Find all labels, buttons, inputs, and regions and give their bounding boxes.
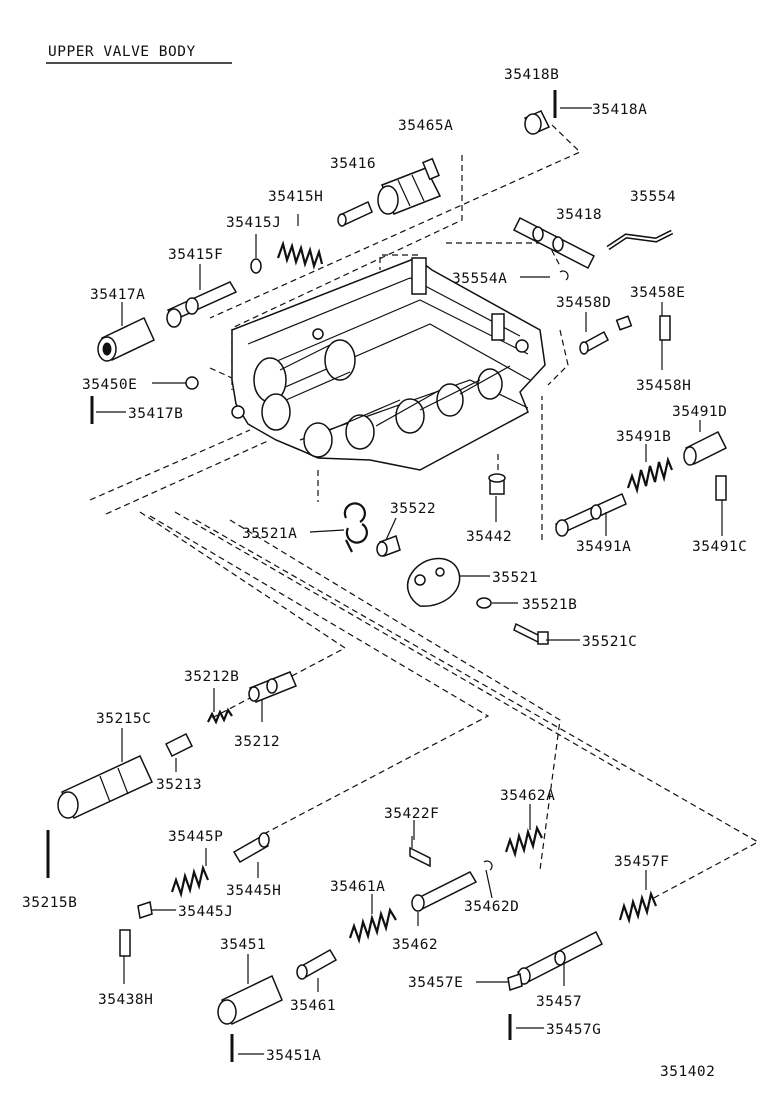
- label-35445J: 35445J: [178, 904, 233, 920]
- label-35418: 35418: [556, 207, 602, 223]
- label-35418B: 35418B: [504, 67, 559, 83]
- part-35457F-spring: [618, 890, 658, 924]
- part-35554A-clip: [559, 270, 569, 281]
- label-35457E: 35457E: [408, 975, 463, 991]
- part-35491A-valve: [555, 492, 627, 537]
- part-35461-valve: [296, 948, 338, 980]
- part-35554-rod: [606, 229, 674, 251]
- label-35212: 35212: [234, 734, 280, 750]
- part-35462D-clip: [483, 860, 493, 871]
- part-35418-valve: [512, 216, 596, 270]
- label-35451: 35451: [220, 937, 266, 953]
- part-35418B-sleeve: [523, 110, 551, 135]
- part-35417A-sleeve: [97, 316, 155, 362]
- leader-lines: [96, 107, 723, 1055]
- part-35450E-ball: [185, 376, 199, 390]
- label-35458H: 35458H: [636, 378, 691, 394]
- label-35465A: 35465A: [398, 118, 453, 134]
- label-35461A: 35461A: [330, 879, 385, 895]
- part-35458H-pin: [659, 315, 671, 341]
- label-35462D: 35462D: [464, 899, 519, 915]
- label-35522: 35522: [390, 501, 436, 517]
- part-35491B-spring: [626, 456, 674, 495]
- part-35415F-valve: [166, 281, 238, 328]
- label-35457G: 35457G: [546, 1022, 601, 1038]
- part-35554-rod-inner: [607, 231, 673, 249]
- part-35462A-spring: [504, 824, 543, 858]
- part-35521B-washer: [476, 597, 492, 609]
- part-35491D-sleeve: [683, 430, 728, 466]
- part-35416-plug: [337, 200, 373, 227]
- part-35215C-sleeve: [57, 755, 153, 819]
- label-35445P: 35445P: [168, 829, 223, 845]
- label-35457: 35457: [536, 994, 582, 1010]
- diagram-title: UPPER VALVE BODY: [48, 44, 196, 60]
- label-35422F: 35422F: [384, 806, 439, 822]
- label-35450E: 35450E: [82, 377, 137, 393]
- label-35451A: 35451A: [266, 1048, 321, 1064]
- part-35451-sleeve: [217, 974, 283, 1026]
- label-35554A: 35554A: [452, 271, 507, 287]
- label-35215C: 35215C: [96, 711, 151, 727]
- part-35461A-spring: [348, 907, 397, 944]
- label-35458D: 35458D: [556, 295, 611, 311]
- part-35415J-ring: [250, 258, 262, 274]
- label-35418A: 35418A: [592, 102, 647, 118]
- part-35521C-bolt: [513, 622, 549, 645]
- label-35417B: 35417B: [128, 406, 183, 422]
- label-35521A: 35521A: [242, 526, 297, 542]
- label-35416: 35416: [330, 156, 376, 172]
- part-35415H-spring: [276, 240, 324, 270]
- part-35458E-plug: [615, 315, 633, 331]
- part-35522-accumulator-piston: [376, 535, 401, 557]
- part-35442-check-ball: [488, 473, 506, 495]
- part-35422F-retainer: [409, 836, 431, 868]
- label-35215B: 35215B: [22, 895, 77, 911]
- label-35521B: 35521B: [522, 597, 577, 613]
- part-35465A-valve: [377, 157, 442, 215]
- label-35462A: 35462A: [500, 788, 555, 804]
- upper-valve-body-casting: [231, 257, 546, 471]
- label-35415H: 35415H: [268, 189, 323, 205]
- label-35521C: 35521C: [582, 634, 637, 650]
- part-35445H-spring: [170, 864, 210, 898]
- label-35213: 35213: [156, 777, 202, 793]
- label-35491C: 35491C: [692, 539, 747, 555]
- label-35521: 35521: [492, 570, 538, 586]
- part-35212-valve: [248, 671, 297, 703]
- label-35438H: 35438H: [98, 992, 153, 1008]
- part-35457-valve: [516, 930, 604, 986]
- label-35457F: 35457F: [614, 854, 669, 870]
- label-35491D: 35491D: [672, 404, 727, 420]
- label-35415F: 35415F: [168, 247, 223, 263]
- part-35438H-pin: [119, 929, 131, 957]
- label-35461: 35461: [290, 998, 336, 1014]
- figure-number: 351402: [660, 1064, 715, 1080]
- part-35521A-spring: [343, 502, 368, 553]
- label-35415J: 35415J: [226, 215, 281, 231]
- label-35462: 35462: [392, 937, 438, 953]
- part-35458D-plug: [579, 330, 609, 355]
- label-35445H: 35445H: [226, 883, 281, 899]
- part-35491C-pin: [715, 475, 727, 501]
- part-35521-detent-cam: [406, 557, 461, 607]
- part-35445J-plug: [137, 901, 153, 919]
- label-35491A: 35491A: [576, 539, 631, 555]
- label-35417A: 35417A: [90, 287, 145, 303]
- label-35458E: 35458E: [630, 285, 685, 301]
- part-35213-plug: [164, 732, 194, 758]
- part-35462-valve: [411, 871, 478, 912]
- label-35442: 35442: [466, 529, 512, 545]
- label-35212B: 35212B: [184, 669, 239, 685]
- part-35445P-valve: [232, 832, 270, 864]
- part-number-labels: 35418B 35418A 35465A 35416 35415H 35415J…: [22, 67, 747, 1064]
- label-35491B: 35491B: [616, 429, 671, 445]
- label-35554: 35554: [630, 189, 676, 205]
- part-35212B-spring: [207, 707, 233, 725]
- part-35457E-plug: [507, 973, 523, 991]
